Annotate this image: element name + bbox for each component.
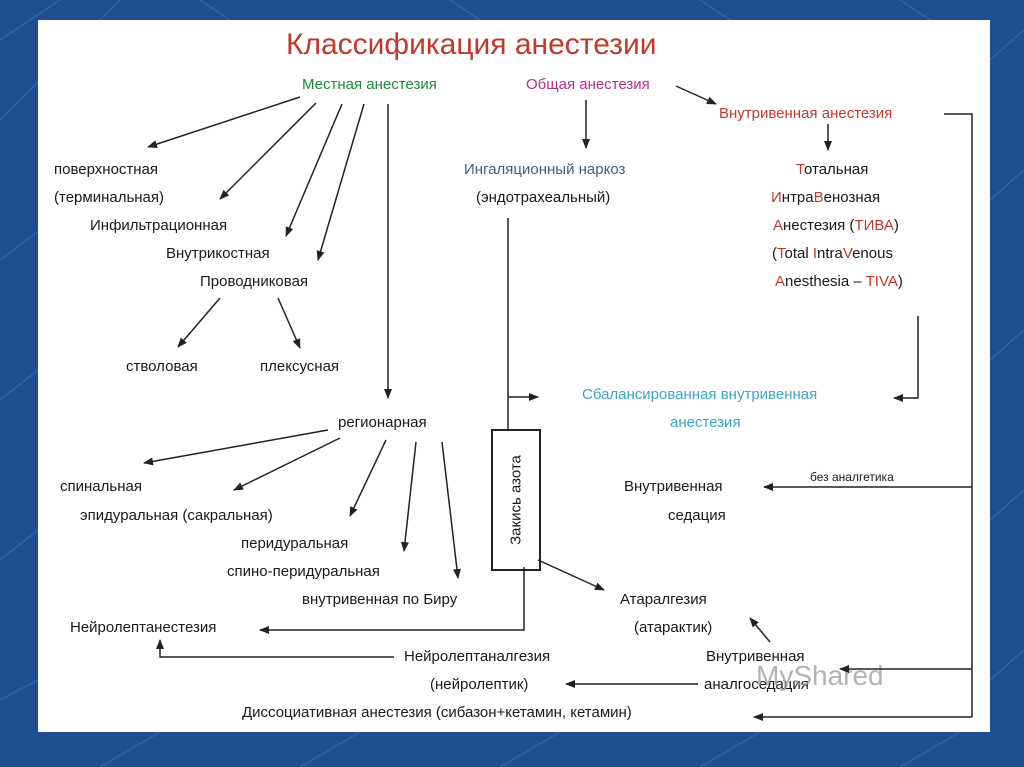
nitrous-oxide-box: Закись азота (491, 429, 541, 571)
diagram-arrows (143, 85, 973, 721)
node-epidural: эпидуральная (сакральная) (80, 507, 273, 524)
arrow-ivanalg-ataralgesia (749, 617, 771, 643)
arrow-conduction-plexus (277, 297, 301, 349)
node-endotracheal: (эндотрахеальный) (476, 189, 611, 206)
node-spinal: спинальная (60, 478, 142, 495)
diagram-title: Классификация анестезии (286, 28, 657, 61)
arrow-local-conduction (316, 103, 365, 261)
arrow-regional-peridural (349, 439, 387, 517)
arrow-conduction-trunk (177, 297, 221, 348)
node-plexus: плексусная (260, 358, 340, 375)
label-no-analgesic: без аналгетика (810, 470, 894, 484)
node-bier: внутривенная по Биру (302, 591, 458, 608)
node-iv-anesthesia: Внутривенная анестезия (719, 105, 893, 122)
node-regional: регионарная (338, 414, 427, 431)
node-balanced-2: анестезия (670, 414, 741, 431)
node-terminal: (терминальная) (54, 189, 165, 206)
node-neuroleptic: (нейролептик) (430, 676, 529, 693)
node-iv-analgosedation: Внутривенная (706, 648, 805, 665)
node-tiva-line4: (Total IntraVenous (772, 245, 893, 262)
arrow-tiva-balanced (893, 316, 919, 402)
arrow-nitrous-nla (259, 567, 525, 634)
node-superficial: поверхностная (54, 161, 159, 178)
slide-canvas: Классификация анестезии Местная анестези… (38, 20, 990, 732)
node-tiva-line5: Anesthesia – TIVA) (775, 273, 903, 290)
arrow-general-iv (675, 85, 717, 105)
arrow-local-infiltration (219, 102, 317, 200)
arrow-local-superficial (147, 96, 301, 148)
node-spino-peridural: спино-перидуральная (227, 563, 380, 580)
node-tiva-line1: Тотальная (796, 161, 869, 178)
node-dissociative: Диссоциативная анестезия (сибазон+кетами… (242, 704, 632, 721)
node-tiva-line2: ИнтраВенозная (771, 189, 881, 206)
node-conduction: Проводниковая (200, 273, 309, 290)
node-balanced: Сбалансированная внутривенная (582, 386, 818, 403)
arrow-nlalg-nla (156, 639, 394, 658)
node-infiltration: Инфильтрационная (90, 217, 228, 234)
node-trunk: стволовая (126, 358, 198, 375)
arrow-regional-spinoperidural (401, 441, 417, 552)
arrow-regional-epidural (233, 437, 341, 491)
node-intraosseous: Внутрикостная (166, 245, 270, 262)
watermark-logo: MyShared (756, 660, 884, 691)
node-iv-sedation-2: седация (668, 507, 726, 524)
node-local-anesthesia: Местная анестезия (302, 76, 437, 93)
node-ataractic: (атарактик) (634, 619, 713, 636)
node-iv-sedation: Внутривенная (624, 478, 723, 495)
node-inhalation: Ингаляционный наркоз (464, 161, 626, 178)
arrow-regional-spinal (143, 429, 329, 466)
arrow-regional-bier (441, 441, 461, 579)
node-tiva-line3: Анестезия (ТИВА) (773, 217, 899, 234)
arrow-local-intraosseous (285, 103, 343, 237)
node-peridural: перидуральная (241, 535, 349, 552)
node-general-anesthesia: Общая анестезия (526, 76, 650, 93)
node-ataralgesia: Атаралгезия (620, 591, 707, 608)
node-neuroleptanalgesia: Нейролептаналгезия (404, 648, 551, 665)
node-neuroleptanesthesia: Нейролептанестезия (70, 619, 217, 636)
arrow-nitrous-ataralgesia (537, 559, 605, 591)
node-iv-analgosedation-2: аналгоседация (704, 676, 809, 693)
line-iv-right-trunk (944, 113, 973, 717)
